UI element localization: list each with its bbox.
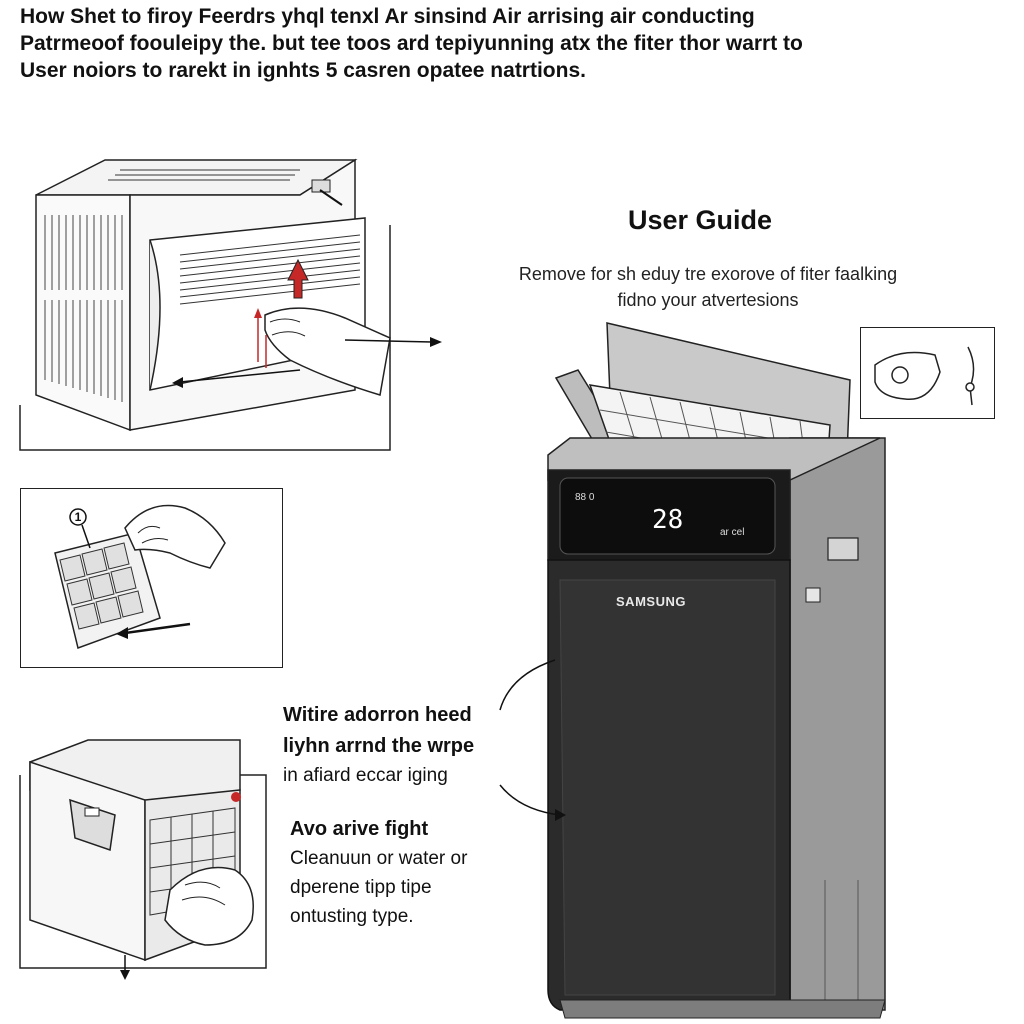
header-line-2: Patrmeoof foouleipy the. but tee toos ar… (20, 32, 803, 55)
guide-subtitle-line-2: fidno your atvertesions (617, 290, 799, 310)
filter-removal-frame (20, 488, 283, 668)
brand-logo: SAMSUNG (616, 594, 686, 609)
display-temperature: 28 (652, 505, 683, 535)
guide-title: User Guide (628, 205, 773, 235)
header-line-1: How Shet to firoy Feerdrs yhql tenxl Ar … (20, 5, 755, 28)
step-number: 1 (75, 510, 82, 524)
filter-removal-illustration: 1 (54, 504, 226, 649)
guide-subtitle-line-1: Remove for sh eduy tre exorove of fiter … (518, 264, 898, 284)
note-a-line-3: in afiard eccar iging (283, 765, 448, 786)
note-a-line-1: Witire adorron heed (283, 704, 472, 726)
note-b-line-3: dperene tipp tipe (290, 877, 432, 898)
note-a-line-2: liyhn arrnd the wrpe (283, 735, 475, 757)
detail-inset-frame (860, 327, 995, 419)
note-b-line-2: Cleanuun or water or (290, 848, 468, 869)
panel-right-label: ar cel (720, 527, 744, 538)
header-line-3: User noiors to rarekt in ignhts 5 casren… (20, 59, 586, 82)
remote-detail-icon (874, 346, 975, 406)
panel-left-label: 88 0 (575, 492, 595, 503)
note-b-line-1: Avo arive fight (290, 818, 429, 840)
note-b-line-4: ontusting type. (290, 906, 414, 927)
